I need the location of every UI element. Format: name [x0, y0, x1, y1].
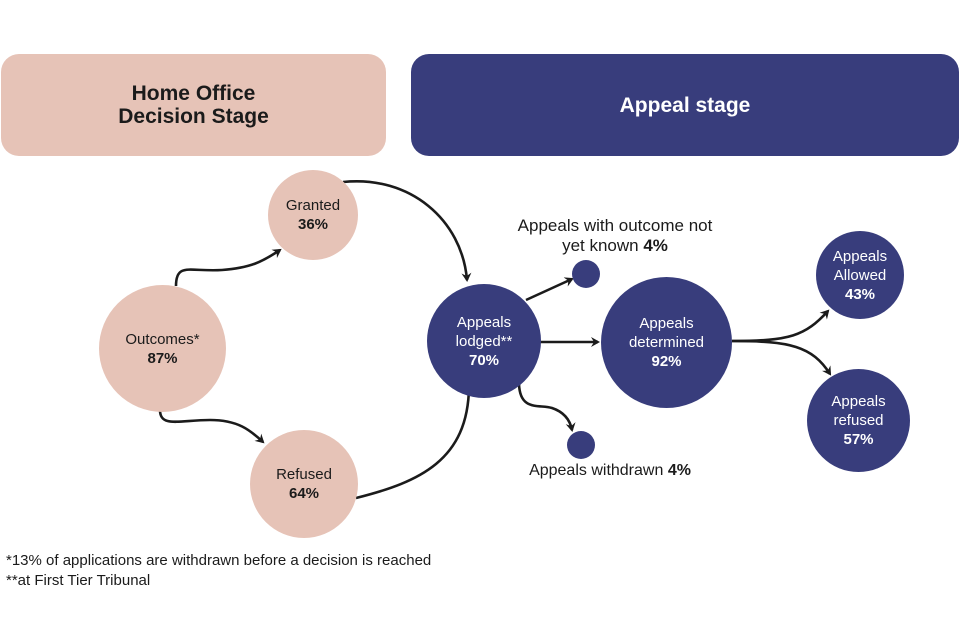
granted-value: 36%	[297, 216, 329, 233]
appeals-allowed-value: 43%	[844, 285, 876, 303]
granted-label: Granted	[285, 197, 341, 214]
outcomes-label: Outcomes*	[125, 330, 200, 348]
appeals-withdrawn-node	[567, 431, 595, 459]
footnote-1: *13% of applications are withdrawn befor…	[6, 552, 432, 569]
appeals-allowed-line2: Allowed	[833, 266, 887, 284]
appeals-withdrawn-value: 4%	[667, 462, 691, 479]
arrow-outcomes-to-granted	[174, 248, 282, 287]
appeals-lodged-line1: Appeals	[456, 313, 512, 331]
appeals-lodged-line2: lodged**	[455, 332, 513, 350]
appeals-determined-line1: Appeals	[639, 315, 694, 332]
appeals-refused-line2: refused	[833, 412, 884, 429]
footnote-2: **at First Tier Tribunal	[6, 572, 151, 589]
arrow-determined-to-allowed	[731, 309, 830, 343]
appeals-not-known-line1: Appeals with outcome not	[517, 216, 713, 235]
granted-node: Granted 36%	[268, 170, 358, 260]
refused-value: 64%	[288, 485, 320, 502]
appeals-not-known-label: Appeals with outcome not yet known 4%	[490, 216, 740, 256]
arrow-determined-to-refused	[731, 339, 832, 376]
home-office-stage-line1: Home Office	[131, 82, 256, 105]
appeals-lodged-node: Appeals lodged** 70%	[427, 284, 541, 398]
home-office-stage-line2: Decision Stage	[118, 105, 269, 128]
appeals-withdrawn-label: Appeals withdrawn 4%	[500, 461, 720, 481]
arrow-granted-to-lodged	[342, 179, 472, 282]
appeals-refused-node: Appeals refused 57%	[807, 369, 910, 472]
appeals-lodged-value: 70%	[468, 351, 500, 369]
appeals-determined-line2: determined	[628, 334, 705, 351]
appeals-not-known-line2: yet known	[562, 236, 639, 255]
arrow-outcomes-to-refused	[158, 409, 265, 444]
appeals-not-known-value: 4%	[643, 236, 668, 255]
appeals-allowed-node: Appeals Allowed 43%	[816, 231, 904, 319]
appeals-allowed-line1: Appeals	[832, 247, 888, 265]
arrow-lodged-to-withdrawn	[517, 383, 576, 432]
appeals-refused-value: 57%	[843, 431, 874, 448]
outcomes-node: Outcomes* 87%	[99, 285, 226, 412]
appeals-determined-value: 92%	[651, 353, 682, 370]
arrow-refused-to-lodged	[355, 385, 474, 500]
appeal-stage-header: Appeal stage	[411, 54, 959, 156]
outcomes-value: 87%	[147, 349, 178, 367]
refused-label: Refused	[276, 466, 332, 483]
appeals-refused-line1: Appeals	[831, 393, 886, 410]
home-office-stage-header: Home Office Decision Stage	[1, 54, 386, 156]
appeals-determined-node: Appeals determined 92%	[601, 277, 732, 408]
appeals-withdrawn-text: Appeals withdrawn	[529, 462, 664, 479]
appeals-not-known-node	[572, 260, 600, 288]
refused-node: Refused 64%	[250, 430, 358, 538]
arrow-lodged-to-not-known	[525, 277, 574, 302]
appeal-stage-label: Appeal stage	[619, 93, 751, 117]
